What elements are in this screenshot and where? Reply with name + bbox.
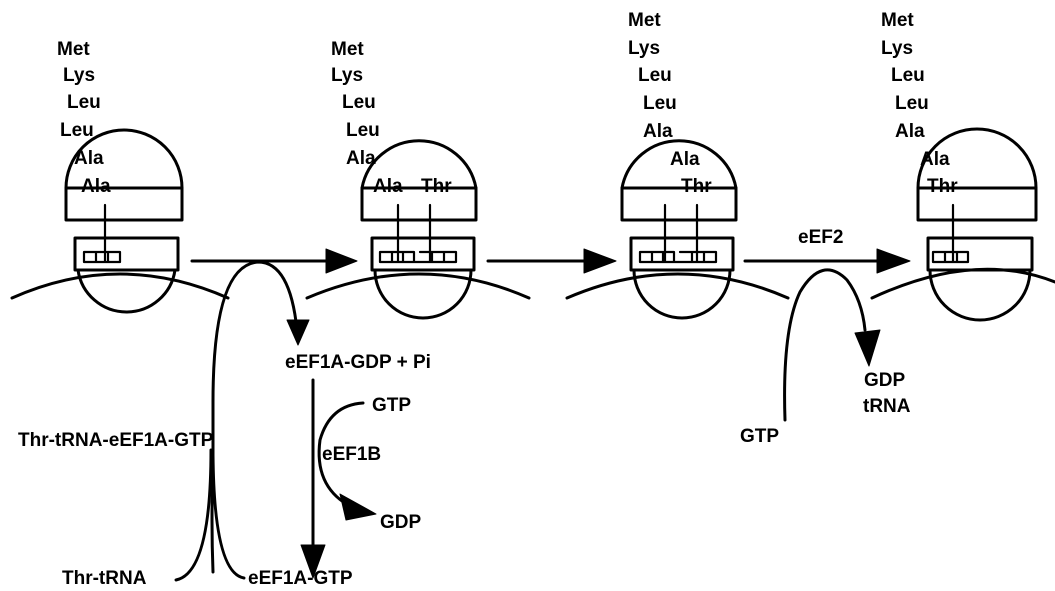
label-eef1b: eEF1B [322,444,381,465]
incoming-residue-label: Thr [421,176,452,197]
residue-label: Leu [342,92,376,113]
label-eef1a-gdp-pi: eEF1A-GDP + Pi [285,352,431,373]
label-eef1a-gtp: eEF1A-GTP [248,568,353,589]
ternary-complex-curve [210,260,299,574]
eef1a-gtp-join-curve [211,453,246,580]
mrna-strand [565,272,790,300]
residue-label: Met [331,39,364,60]
eef2-gtp-curve [783,268,867,422]
ribosome-stage-3: Met Lys Leu Leu Ala Ala Thr [565,10,790,320]
label-trna-out: tRNA [863,396,911,417]
residue-label: Lys [63,65,95,86]
residue-label: Leu [891,65,925,86]
eef2-translocation [783,268,881,422]
residue-label: Ala [373,176,403,197]
peptide-chain-3: Met Lys Leu Leu Ala Ala Thr [628,10,712,197]
peptide-chain-4: Met Lys Leu Leu Ala Ala Thr [881,10,958,197]
residue-label: Lys [628,38,660,59]
residue-label: Leu [895,93,929,114]
residue-label: Lys [881,38,913,59]
stage-arrow-2 [486,248,617,274]
large-subunit [360,139,478,190]
large-subunit [916,127,1038,190]
large-subunit [620,139,738,190]
label-eef2: eEF2 [798,227,843,248]
residue-label: Ala [920,149,950,170]
trna-codon-mark [82,203,122,264]
ribosome-stage-1: Met Lys Leu Leu Ala Ala [10,39,230,314]
trna-codon-mark [931,203,970,264]
large-subunit-band [360,186,478,222]
release-arrowhead [286,319,310,346]
residue-label: Met [881,10,914,31]
small-subunit [928,268,1032,322]
small-subunit-band [370,236,476,272]
ribosome-stage-2: Met Lys Leu Leu Ala Ala Thr [305,39,531,320]
residue-label: Met [57,39,90,60]
small-subunit-band [926,236,1034,272]
residue-label: Leu [638,65,672,86]
peptide-chain-1: Met Lys Leu Leu Ala Ala [57,39,111,197]
residue-label: Ala [895,121,925,142]
ribosome-stage-4: Met Lys Leu Leu Ala Ala Thr [870,10,1055,322]
residue-label: Lys [331,65,363,86]
eef2-release-arrowhead [854,329,881,367]
large-subunit-band [620,186,738,222]
large-subunit [64,128,184,190]
trna-codon-mark [378,203,458,264]
small-subunit [373,268,473,320]
label-thr-trna-complex: Thr-tRNA-eEF1A-GTP [18,430,214,451]
gdp-arrowhead [339,493,377,521]
residue-label: Thr [681,176,712,197]
residue-label: Thr [927,176,958,197]
large-subunit-band [916,186,1038,222]
gtp-gdp-exchange-curve [317,401,365,507]
residue-label: Leu [643,93,677,114]
mrna-strand [870,267,1055,300]
small-subunit [76,268,177,314]
small-subunit-band [629,236,735,272]
residue-label: Met [628,10,661,31]
residue-label: Leu [346,120,380,141]
eef1a-recycling [300,378,377,579]
residue-label: Ala [74,148,104,169]
residue-label: Ala [346,148,376,169]
recycling-arrowhead [300,544,326,579]
trna-codon-mark [638,203,718,264]
label-gdp-out: GDP [864,370,906,391]
residue-label: Ala [643,121,673,142]
peptide-chain-2: Met Lys Leu Leu Ala Ala Thr [331,39,452,197]
label-gdp-exchange: GDP [380,512,422,533]
label-gtp-exchange: GTP [372,395,411,416]
mrna-strand [10,272,230,300]
thr-trna-join-curve [174,448,213,582]
mrna-strand [305,272,531,300]
small-subunit [632,268,732,320]
ternary-complex-delivery-loop [174,260,310,582]
residue-label: Ala [81,176,111,197]
stage-arrow-3 [743,248,911,274]
label-gtp-eef2: GTP [740,426,779,447]
residue-label: Leu [60,120,94,141]
label-thr-trna: Thr-tRNA [62,568,147,589]
residue-label: Leu [67,92,101,113]
residue-label: Ala [670,149,700,170]
small-subunit-band [73,236,180,272]
large-subunit-band [64,186,184,222]
